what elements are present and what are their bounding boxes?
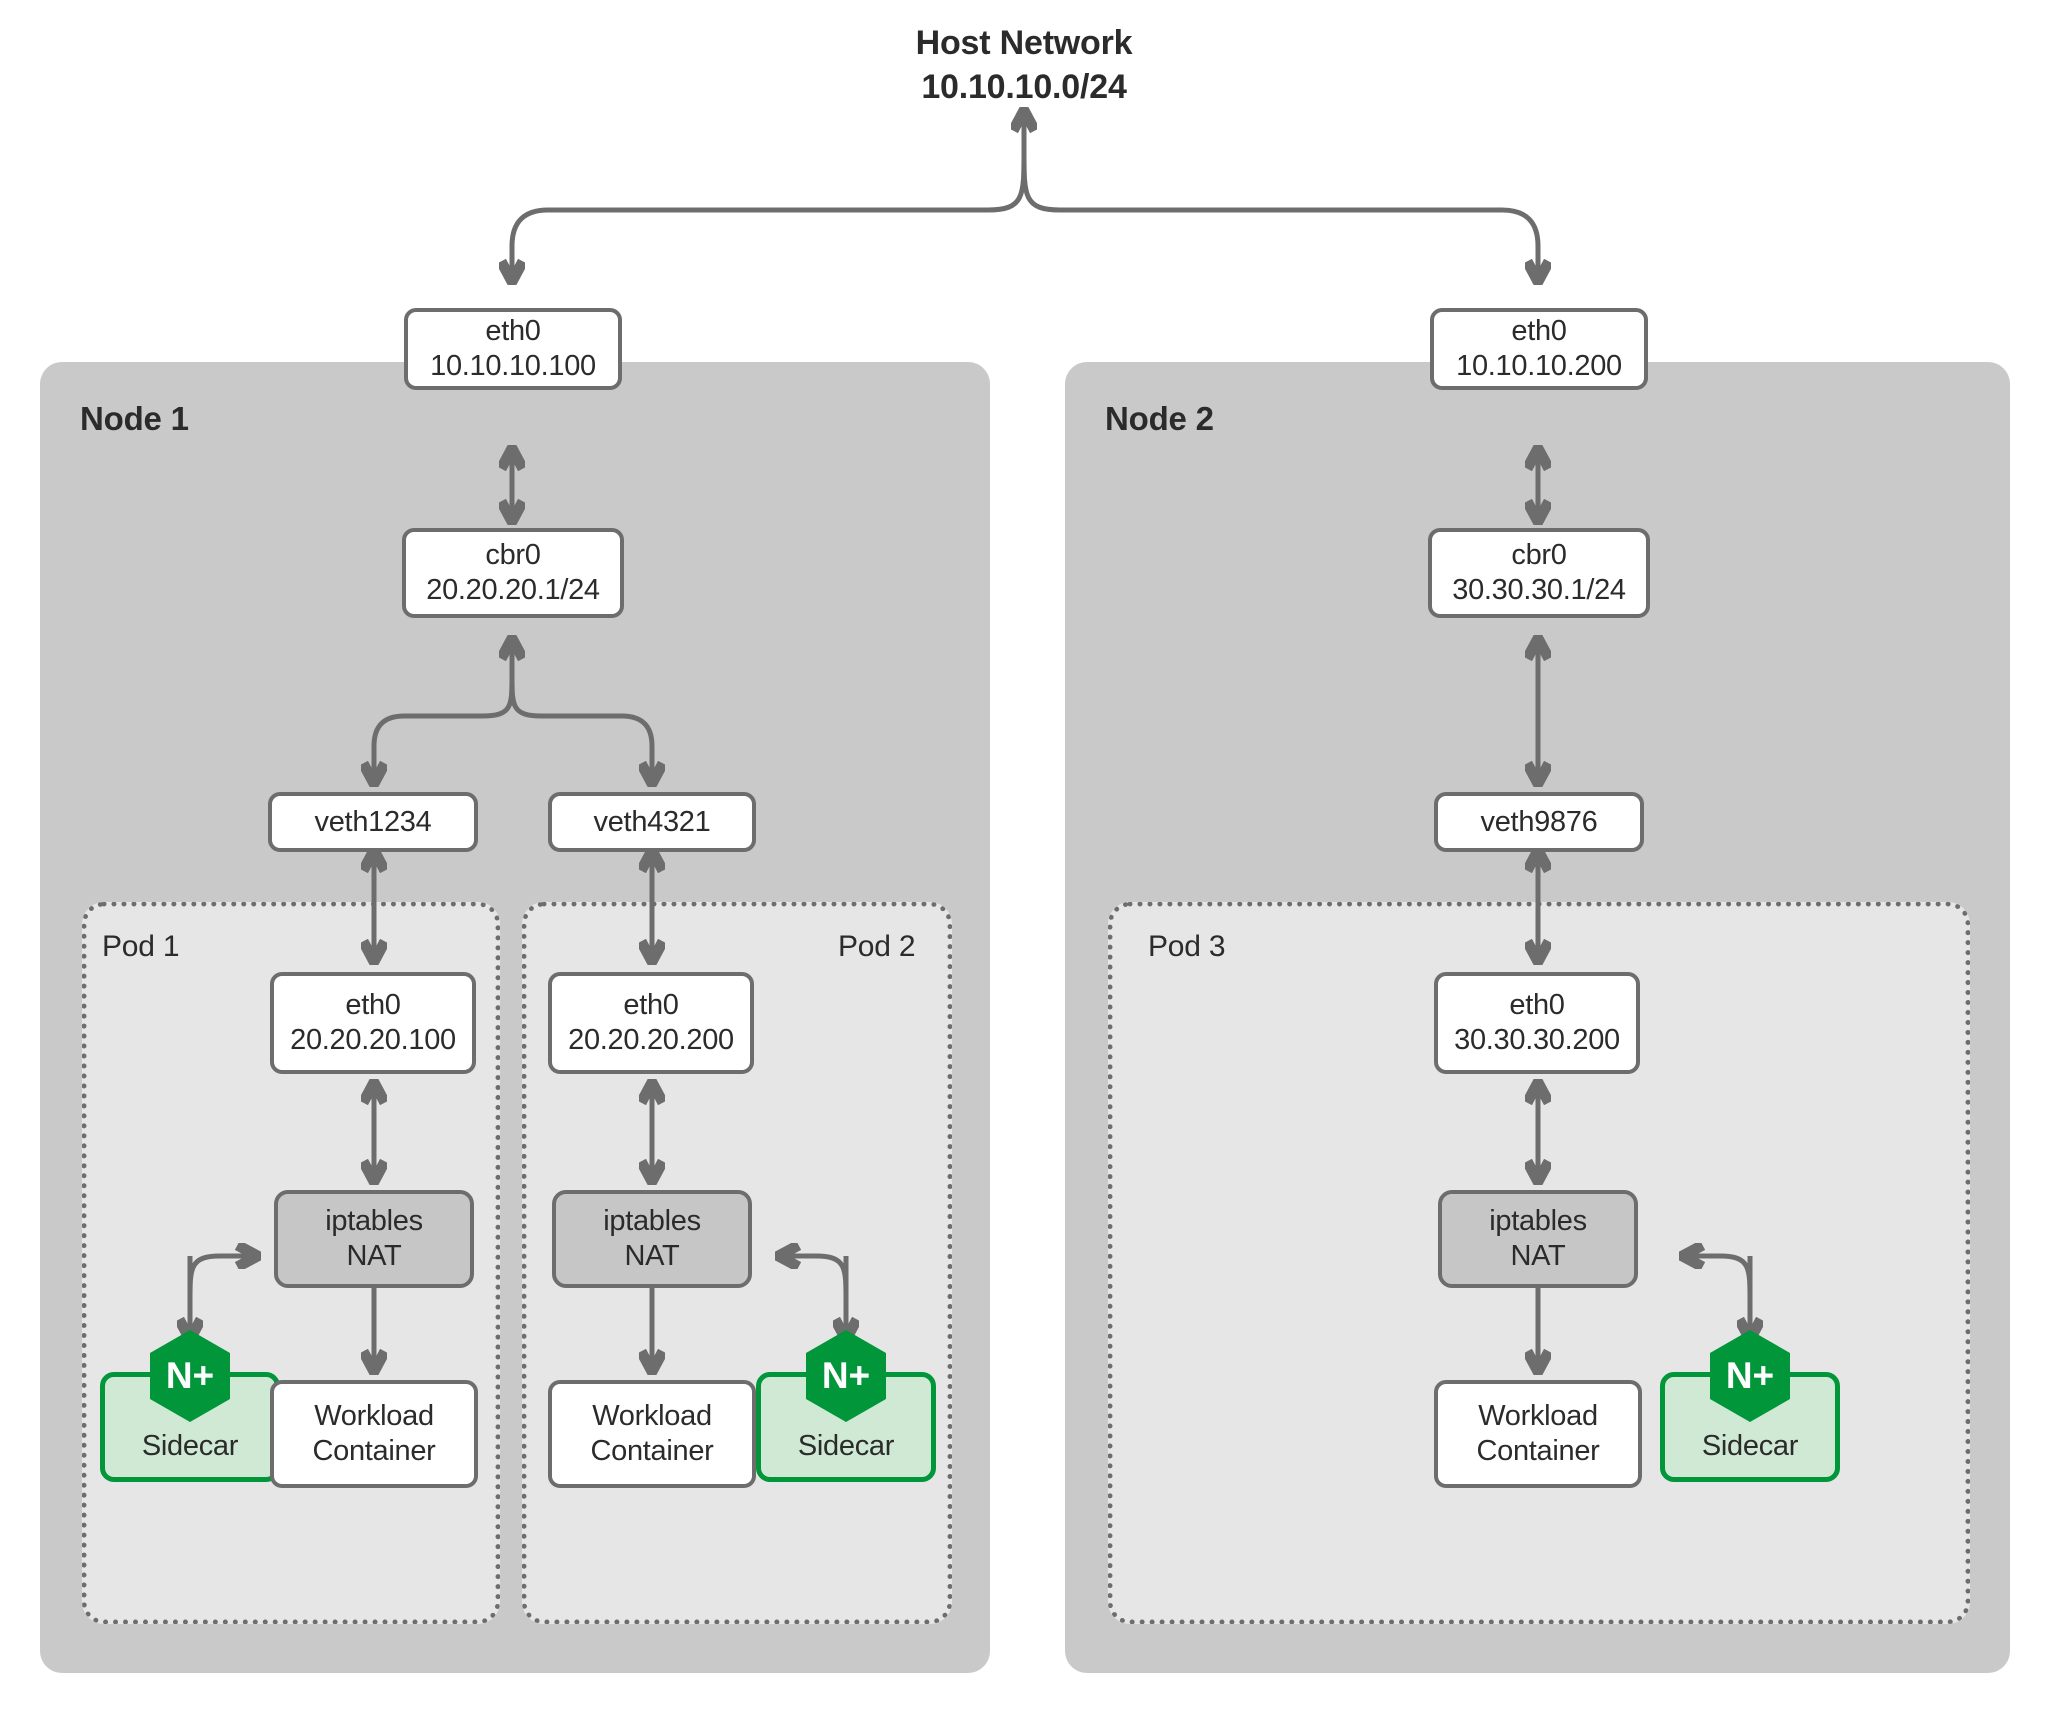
box-pod2-eth0-name: eth0: [623, 989, 679, 1022]
box-pod1-sidecar[interactable]: Sidecar: [100, 1372, 280, 1482]
box-node1-cbr0-name: cbr0: [485, 539, 541, 572]
box-pod3-eth0-name: eth0: [1509, 989, 1565, 1022]
host-network-cidr: 10.10.10.0/24: [921, 67, 1127, 106]
box-node2-cbr0[interactable]: cbr0 30.30.30.1/24: [1428, 528, 1650, 618]
box-pod3-eth0[interactable]: eth0 30.30.30.200: [1434, 972, 1640, 1074]
box-node2-veth9876-label: veth9876: [1480, 805, 1598, 838]
box-pod1-workload-container[interactable]: Workload Container: [270, 1380, 478, 1488]
box-node1-veth1234[interactable]: veth1234: [268, 792, 478, 852]
box-pod2-nat-line1: iptables: [603, 1205, 701, 1238]
box-node1-cbr0-cidr: 20.20.20.1/24: [426, 574, 600, 606]
box-node1-cbr0[interactable]: cbr0 20.20.20.1/24: [402, 528, 624, 618]
pod-label-pod-3: Pod 3: [1148, 930, 1226, 963]
box-node2-eth0-ip: 10.10.10.200: [1456, 350, 1622, 382]
box-node1-eth0-ip: 10.10.10.100: [430, 350, 596, 382]
box-pod3-workload-line2: Container: [1476, 1435, 1600, 1467]
box-pod1-nat-line2: NAT: [346, 1240, 402, 1272]
node-label-node-2: Node 2: [1105, 400, 1214, 437]
box-pod3-nat-line1: iptables: [1489, 1205, 1587, 1238]
wire-host-to-node2-eth0: [1021, 151, 1538, 280]
pod-label-pod-2: Pod 2: [838, 930, 916, 963]
host-network-name: Host Network: [915, 24, 1133, 62]
box-pod3-iptables-nat[interactable]: iptables NAT: [1438, 1190, 1638, 1288]
box-pod2-sidecar-label: Sidecar: [797, 1430, 895, 1462]
box-node2-cbr0-name: cbr0: [1511, 539, 1567, 572]
box-pod1-eth0-ip: 20.20.20.100: [290, 1024, 456, 1056]
box-pod2-sidecar[interactable]: Sidecar: [756, 1372, 936, 1482]
box-pod1-iptables-nat[interactable]: iptables NAT: [274, 1190, 474, 1288]
box-pod1-workload-line2: Container: [312, 1435, 436, 1467]
box-pod2-workload-container[interactable]: Workload Container: [548, 1380, 756, 1488]
box-pod3-sidecar-label: Sidecar: [1701, 1430, 1799, 1462]
box-node1-eth0-name: eth0: [485, 315, 541, 348]
box-pod1-nat-line1: iptables: [325, 1205, 423, 1238]
box-pod3-eth0-ip: 30.30.30.200: [1454, 1024, 1620, 1056]
box-pod2-workload-line2: Container: [590, 1435, 714, 1467]
box-pod1-eth0[interactable]: eth0 20.20.20.100: [270, 972, 476, 1074]
box-pod2-nat-line2: NAT: [624, 1240, 680, 1272]
box-pod3-workload-container[interactable]: Workload Container: [1434, 1380, 1642, 1488]
box-pod2-iptables-nat[interactable]: iptables NAT: [552, 1190, 752, 1288]
box-pod3-sidecar[interactable]: Sidecar: [1660, 1372, 1840, 1482]
box-node1-veth1234-label: veth1234: [314, 805, 432, 838]
pod-label-pod-1: Pod 1: [102, 930, 180, 963]
box-pod1-workload-line1: Workload: [314, 1400, 434, 1433]
box-node2-eth0-name: eth0: [1511, 315, 1567, 348]
host-network-title: Host Network 10.10.10.0/24: [0, 22, 2048, 109]
wire-host-to-node1-eth0: [512, 151, 1027, 280]
box-node1-eth0[interactable]: eth0 10.10.10.100: [404, 308, 622, 390]
node-label-node-1: Node 1: [80, 400, 189, 437]
box-pod1-sidecar-label: Sidecar: [141, 1430, 239, 1462]
box-pod2-workload-line1: Workload: [592, 1400, 712, 1433]
box-pod1-eth0-name: eth0: [345, 989, 401, 1022]
box-node2-cbr0-cidr: 30.30.30.1/24: [1452, 574, 1626, 606]
box-pod3-workload-line1: Workload: [1478, 1400, 1598, 1433]
box-pod3-nat-line2: NAT: [1510, 1240, 1566, 1272]
box-node2-eth0[interactable]: eth0 10.10.10.200: [1430, 308, 1648, 390]
box-node1-veth4321-label: veth4321: [593, 805, 711, 838]
box-node2-veth9876[interactable]: veth9876: [1434, 792, 1644, 852]
box-pod2-eth0-ip: 20.20.20.200: [568, 1024, 734, 1056]
box-node1-veth4321[interactable]: veth4321: [548, 792, 756, 852]
box-pod2-eth0[interactable]: eth0 20.20.20.200: [548, 972, 754, 1074]
